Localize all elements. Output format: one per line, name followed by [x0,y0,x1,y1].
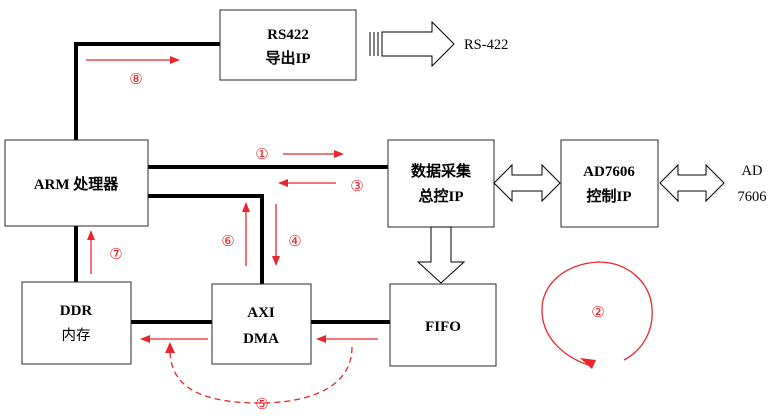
flow-step-7-label: ⑦ [109,245,122,263]
axi-dma-block: AXI DMA [211,283,312,365]
flow-step-1-label: ① [255,145,268,163]
flow-step-8-label: ⑧ [129,70,142,88]
flow-step-6-label: ⑥ [221,232,234,250]
ad7606-block-subtitle: 控制IP [586,187,631,205]
rs422-block-subtitle: 导出IP [265,49,310,67]
fifo-block-title: FIFO [425,319,461,335]
rs422-export-block: RS422 导出IP [219,9,357,81]
dma-block-title: AXI [247,305,275,321]
flow-step-5-label: ⑤ [255,395,268,413]
flow-step-5-arc [165,342,353,404]
ad7606-control-block: AD7606 控制IP [560,139,659,228]
flow-step-4-label: ④ [288,232,301,250]
ddr-memory-block: DDR 内存 [21,281,132,365]
ddr-dma-flow-arrow [140,335,208,343]
dma-block-subtitle: DMA [243,331,279,347]
bus-arm-rs422 [74,42,222,142]
bus-lines [74,42,392,324]
arm-block-title: ARM 处理器 [34,175,120,193]
ddr-block-title: DDR [60,303,93,319]
flow-step-4-arrow [272,204,280,266]
rs422-output-arrow [369,20,455,68]
acq-to-fifo-arrow [416,226,466,284]
flow-step-7-arrow [87,230,95,274]
flow-step-1-arrow [283,150,344,158]
ddr-block-subtitle: 内存 [62,327,91,344]
flow-step-2-loop [541,261,653,369]
arm-processor-block: ARM 处理器 [4,139,149,227]
flow-step-3-label: ③ [350,177,363,195]
acq-block-subtitle: 总控IP [418,187,463,205]
rs422-output-label: RS-422 [464,37,508,53]
flow-step-2-label: ② [591,303,604,321]
bus-arm-dma [146,194,264,286]
rs422-block-title: RS422 [267,27,309,43]
ad7606-external-label-line2: 7606 [738,189,767,205]
flow-step-8-arrow [86,56,180,64]
acquisition-control-block: 数据采集 总控IP [387,139,495,228]
ad7606-external-double-arrow [659,163,725,203]
ad7606-block-title: AD7606 [583,164,635,180]
ad7606-external-label-line1: AD [742,163,763,179]
acq-ad7606-double-arrow [493,163,561,203]
acq-block-title: 数据采集 [411,162,472,180]
flow-step-3-arrow [278,179,336,187]
flow-step-6-arrow [242,202,250,266]
fifo-dma-flow-arrow [316,335,378,343]
fifo-block: FIFO [389,283,497,367]
